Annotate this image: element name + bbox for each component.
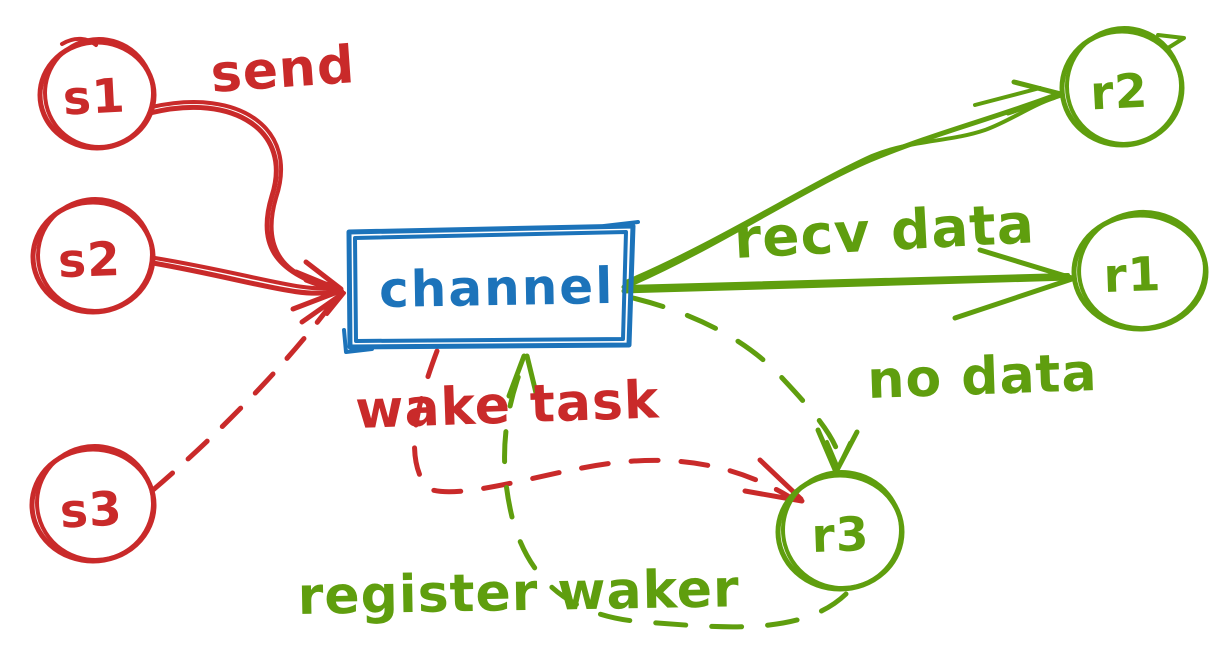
sender-strokes [29,36,805,564]
node-s1-outline-sketch [43,37,155,149]
edge-label-wake-task: wake task [354,370,660,441]
receiver-labels: r2 r1 r3 recv data no data register wake… [297,64,1162,627]
node-r2-outline-sketch [1064,26,1184,146]
node-channel [342,220,640,354]
edge-recv-r2-line-sketch [624,96,1056,284]
node-s2-outline-sketch [36,196,154,314]
node-r1 [1071,209,1209,332]
edge-s2-arrowhead [293,269,343,293]
edge-s3-arrowhead [303,277,344,296]
edge-no-data-line [630,295,840,453]
edge-s3-arrowhead-2 [299,291,345,325]
node-r3-outline-sketch [781,469,903,591]
edge-recv-r1 [621,247,1075,321]
sender-labels: s1 s2 s3 send wake task [57,35,661,540]
edge-wake-task-line [412,348,791,499]
edge-register-waker-arrowhead [506,353,527,399]
edge-recv-r1-line-sketch [622,273,1070,289]
edge-recv-r1-line [621,275,1073,294]
node-r2 [1059,26,1186,148]
channel-labels: channel [379,257,615,319]
node-r3-label: r3 [811,507,871,564]
node-s3-outline-sketch [35,443,155,563]
edge-register-waker [502,353,849,630]
edge-label-recv-data: recv data [732,191,1036,271]
edge-s3-to-channel [150,277,346,493]
node-s3 [29,443,157,564]
node-r3 [775,469,905,592]
node-r1-label: r1 [1103,247,1163,304]
edge-s2-line [150,260,339,296]
channel-box-outline [346,223,636,350]
edge-recv-r1-arrowhead [977,247,1075,281]
edge-s2-arrowhead-2 [290,288,343,312]
channel-box-corner-overlap-2 [342,328,374,354]
edge-no-data-chevron-2 [825,440,852,470]
node-s1 [37,36,157,151]
edge-recv-r2-arrowhead-2 [1005,92,1064,116]
edge-s1-line-sketch [150,100,336,287]
edge-recv-r2 [621,79,1064,290]
node-r2-sketch-overlap [1156,33,1186,50]
receiver-strokes [502,26,1209,630]
edge-recv-r2-arrowhead-3 [973,86,1042,107]
edge-recv-r1-arrowhead-2 [952,276,1075,321]
node-s2 [30,196,156,315]
edge-s3-arrowhead-3 [325,291,346,316]
edge-register-waker-arrowhead-2 [524,353,540,400]
node-s3-label: s3 [58,481,123,539]
channel-box-outline-sketch [353,230,628,343]
edge-label-no-data: no data [866,343,1098,411]
node-channel-label: channel [379,257,615,319]
edge-no-data [630,295,860,475]
node-s1-sketch-overlap [60,36,98,47]
edge-label-register-waker: register waker [297,559,740,627]
channel-strokes [342,220,640,354]
edge-register-waker-line [502,361,849,630]
node-s2-label: s2 [57,232,122,289]
node-r1-outline-sketch [1077,209,1207,331]
node-s1-label: s1 [61,68,126,126]
edge-recv-r2-line [621,92,1059,290]
edge-s3-line [150,295,339,493]
edge-label-send: send [209,35,357,105]
channel-box-corner-overlap [602,220,640,228]
node-r2-label: r2 [1089,64,1150,122]
